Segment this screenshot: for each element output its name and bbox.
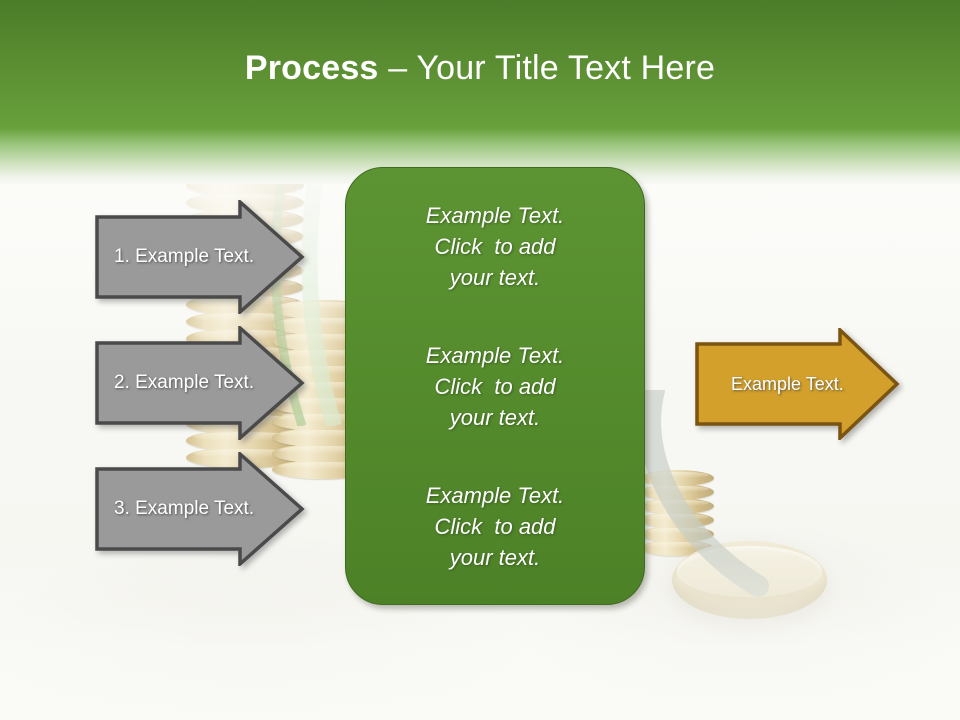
panel-line: your text. bbox=[449, 544, 541, 570]
process-step-label: 3. Example Text. bbox=[114, 498, 255, 519]
center-content-panel[interactable]: Example Text. Click to add your text. Ex… bbox=[345, 167, 645, 605]
title-strong: Process bbox=[244, 49, 379, 87]
title-rest: – Your Title Text Here bbox=[378, 49, 716, 87]
panel-line: your text. bbox=[449, 404, 541, 430]
panel-line: Click to add bbox=[434, 513, 556, 539]
panel-text-block-3: Example Text. Click to add your text. bbox=[372, 480, 618, 573]
arrow-right-icon bbox=[95, 326, 305, 440]
result-arrow[interactable]: Example Text. bbox=[695, 328, 900, 440]
header-band bbox=[0, 0, 960, 128]
arrow-right-icon bbox=[695, 328, 900, 440]
process-step-arrow-1[interactable]: 1. Example Text. bbox=[95, 200, 305, 314]
arrow-right-icon bbox=[95, 452, 305, 566]
panel-text-block-1: Example Text. Click to add your text. bbox=[372, 200, 618, 293]
panel-line: Example Text. bbox=[425, 482, 565, 508]
panel-line: Example Text. bbox=[425, 342, 565, 368]
arrow-right-icon bbox=[95, 200, 305, 314]
panel-text-block-2: Example Text. Click to add your text. bbox=[372, 340, 618, 433]
panel-line: Example Text. bbox=[425, 202, 565, 228]
page-title: Process – Your Title Text Here bbox=[0, 48, 960, 88]
process-step-label: 1. Example Text. bbox=[114, 246, 255, 267]
process-step-arrow-2[interactable]: 2. Example Text. bbox=[95, 326, 305, 440]
panel-line: Click to add bbox=[434, 373, 556, 399]
panel-line: Click to add bbox=[434, 233, 556, 259]
process-step-label: 2. Example Text. bbox=[114, 372, 255, 393]
panel-line: your text. bbox=[449, 264, 541, 290]
result-arrow-label: Example Text. bbox=[731, 373, 844, 394]
process-step-arrow-3[interactable]: 3. Example Text. bbox=[95, 452, 305, 566]
